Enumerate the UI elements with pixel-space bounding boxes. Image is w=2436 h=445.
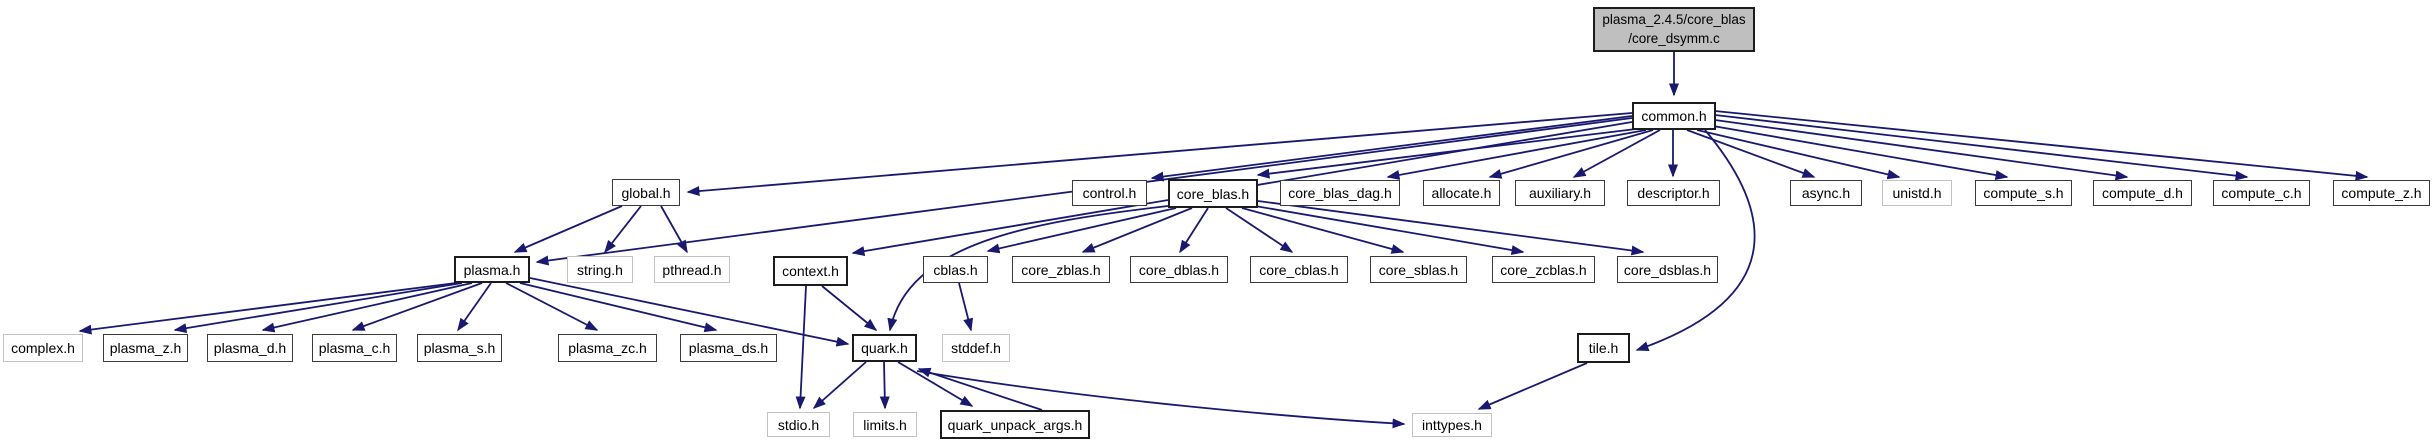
node-control-h[interactable]: control.h (1072, 180, 1147, 206)
node-core-blas-h[interactable]: core_blas.h (1168, 179, 1258, 208)
edge-core_blas.h-core_sblas.h (1241, 207, 1405, 254)
node-plasma-ds-h[interactable]: plasma_ds.h (680, 334, 777, 362)
edge-common.h-unistd.h (1696, 129, 1901, 180)
edge-core_blas.h-core_dblas.h (1179, 207, 1209, 254)
edge-global.h-plasma.h (513, 205, 623, 253)
node-unistd-h: unistd.h (1882, 180, 1952, 206)
node-core-dsymm-c: plasma_2.4.5/core_blas /core_dsymm.c (1593, 7, 1755, 52)
node-inttypes-h: inttypes.h (1412, 413, 1492, 437)
edge-plasma.h-plasma_c.h (351, 282, 483, 331)
node-core-blas-dag-h[interactable]: core_blas_dag.h (1280, 180, 1400, 206)
node-compute-s-h[interactable]: compute_s.h (1975, 180, 2072, 206)
node-allocate-h[interactable]: allocate.h (1423, 180, 1500, 206)
node-core-cblas-h[interactable]: core_cblas.h (1250, 256, 1348, 283)
edge-core_blas.h-cblas.h (986, 207, 1177, 254)
node-core-zblas-h[interactable]: core_zblas.h (1012, 256, 1110, 283)
edge-common.h-compute_d.h (1714, 119, 2129, 181)
node-core-dblas-h[interactable]: core_dblas.h (1130, 256, 1228, 283)
edge-plasma.h-plasma_s.h (457, 282, 492, 332)
root-file-line2: /core_dsymm.c (1628, 30, 1720, 46)
edge-common.h-auxiliary.h (1572, 129, 1661, 178)
edge-plasma.h-plasma_ds.h (519, 282, 718, 333)
node-core-dsblas-h[interactable]: core_dsblas.h (1617, 256, 1718, 283)
edge-global.h-string.h (604, 205, 642, 254)
edge-quark.h-limits.h (879, 361, 890, 410)
edge-quark_unpack_args.h-quark.h (917, 367, 1043, 411)
node-tile-h[interactable]: tile.h (1577, 333, 1630, 363)
node-plasma-c-h[interactable]: plasma_c.h (312, 334, 397, 362)
node-quark-unpack-args-h[interactable]: quark_unpack_args.h (940, 410, 1090, 439)
node-pthread-h: pthread.h (654, 256, 730, 283)
node-plasma-h[interactable]: plasma.h (454, 256, 530, 283)
edge-core_blas.h-core_cblas.h (1225, 207, 1294, 253)
node-descriptor-h[interactable]: descriptor.h (1627, 180, 1720, 206)
edge-core_blas.h-core_dsblas.h (1257, 200, 1645, 256)
edge-common.h-core_blas.h (1256, 128, 1637, 179)
edge-common.h-compute_c.h (1714, 114, 2249, 181)
edge-tile.h-inttypes.h (1477, 362, 1588, 410)
edge-plasma.h-quark.h (529, 277, 850, 347)
edge-context.h-quark.h (821, 285, 878, 331)
edge-plasma.h-plasma_z.h (173, 282, 463, 334)
edge-common.h-allocate.h (1488, 129, 1654, 179)
node-compute-d-h[interactable]: compute_d.h (2093, 180, 2192, 206)
edge-cblas.h-stddef.h (958, 282, 973, 332)
edge-quark.h-quark_unpack_args.h (897, 361, 974, 407)
edge-common.h-core_blas_dag.h (1386, 129, 1647, 180)
node-compute-z-h[interactable]: compute_z.h (2333, 180, 2430, 206)
node-stdio-h: stdio.h (767, 412, 830, 437)
edge-core_blas.h-core_zcblas.h (1254, 205, 1525, 255)
edge-quark.h-stdio.h (812, 361, 867, 409)
node-context-h[interactable]: context.h (773, 256, 848, 286)
edge-common.h-compute_s.h (1712, 125, 2009, 180)
edge-plasma.h-plasma_zc.h (505, 282, 599, 331)
node-plasma-s-h[interactable]: plasma_s.h (417, 334, 502, 362)
node-quark-h[interactable]: quark.h (852, 334, 917, 362)
edge-core_blas.h-core_zblas.h (1081, 207, 1193, 253)
node-string-h: string.h (567, 256, 633, 283)
edge-plasma.h-plasma_d.h (261, 282, 473, 333)
root-file-line1: plasma_2.4.5/core_blas (1602, 11, 1746, 27)
node-global-h[interactable]: global.h (612, 179, 680, 206)
edge-global.h-pthread.h (660, 205, 688, 254)
node-stddef-h: stddef.h (942, 334, 1010, 362)
node-core-sblas-h[interactable]: core_sblas.h (1370, 256, 1467, 283)
edge-quark.h-inttypes.h (916, 370, 1406, 429)
node-auxiliary-h[interactable]: auxiliary.h (1515, 180, 1605, 206)
edge-common.h-global.h (686, 112, 1633, 197)
edge-common.h-tile.h (1635, 129, 1756, 351)
edge-common.h-async.h (1686, 129, 1816, 178)
edge-common.h-compute_z.h (1714, 110, 2369, 181)
node-plasma-d-h[interactable]: plasma_d.h (207, 334, 293, 362)
edge-common.h-control.h (1150, 115, 1633, 182)
node-async-h[interactable]: async.h (1790, 180, 1862, 206)
node-plasma-zc-h[interactable]: plasma_zc.h (558, 334, 657, 362)
node-compute-c-h[interactable]: compute_c.h (2213, 180, 2310, 206)
node-limits-h: limits.h (853, 412, 917, 437)
edge-plasma.h-complex.h (78, 282, 457, 335)
node-plasma-z-h[interactable]: plasma_z.h (103, 334, 188, 362)
node-complex-h: complex.h (3, 334, 83, 362)
edge-core_blas.h-quark.h (887, 205, 1169, 332)
edge-context.h-stdio.h (795, 285, 807, 410)
node-cblas-h[interactable]: cblas.h (923, 256, 988, 283)
node-common-h[interactable]: common.h (1632, 102, 1716, 130)
node-core-zcblas-h[interactable]: core_zcblas.h (1492, 256, 1595, 283)
